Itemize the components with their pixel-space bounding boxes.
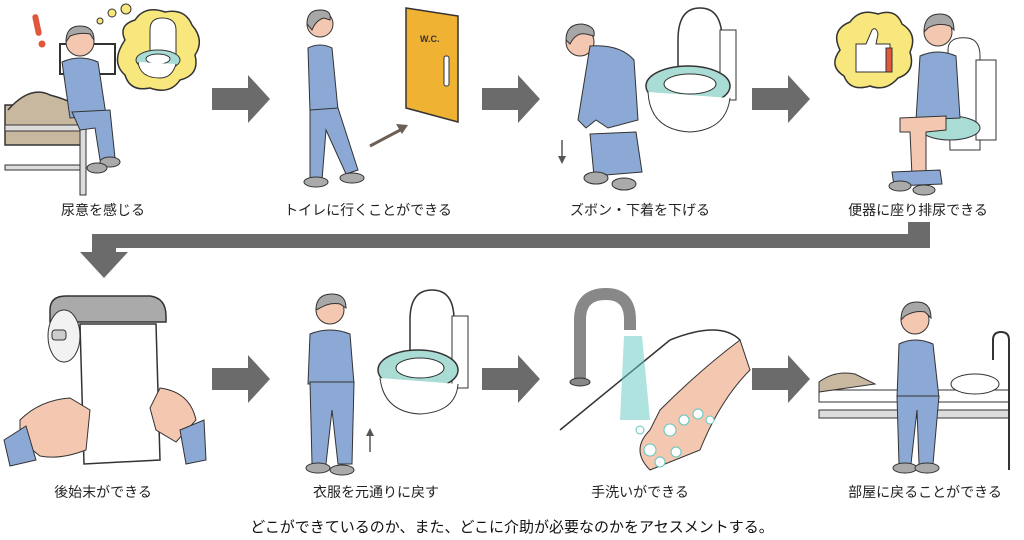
- step-label: 後始末ができる: [54, 485, 152, 501]
- step-label: 手洗いができる: [591, 485, 689, 501]
- step-4-sit-and-urinate: 便器に座り排尿できる: [820, 0, 1024, 219]
- step-7-wash-hands: 手洗いができる: [550, 280, 760, 501]
- person-sitting-on-bed-icon: [818, 301, 1010, 474]
- step-label: ズボン・下着を下げる: [570, 203, 710, 219]
- step-1-feel-urge: 尿意を感じる: [0, 0, 200, 219]
- person-on-bed-thinking-icon: [4, 3, 200, 196]
- arrow-connector-icon: [80, 222, 930, 278]
- arrow-right-icon: [482, 75, 540, 123]
- person-lowering-pants-icon: [558, 7, 737, 191]
- assessment-note: どこができているのか、また、どこに介助が必要なのかをアセスメントする。: [250, 518, 774, 536]
- step-label: 部屋に戻ることができる: [848, 485, 1002, 501]
- step-6-pull-up-clothes: 衣服を元通りに戻す: [280, 280, 490, 501]
- hands-washing-icon: [559, 287, 751, 471]
- person-walking-to-door-icon: W.C.: [303, 7, 459, 188]
- door-sign: W.C.: [420, 34, 440, 44]
- step-2-go-to-toilet: W.C. トイレに行くことができる: [280, 0, 480, 219]
- step-8-return-to-room: 部屋に戻ることができる: [815, 280, 1024, 501]
- step-label: トイレに行くことができる: [284, 203, 452, 219]
- step-label: 尿意を感じる: [61, 203, 145, 219]
- arrow-right-icon: [212, 355, 270, 403]
- arrow-right-icon: [482, 355, 540, 403]
- arrow-right-icon: [752, 355, 810, 403]
- person-pulling-up-pants-icon: [305, 289, 469, 476]
- arrow-right-icon: [752, 75, 810, 123]
- toilet-paper-hands-icon: [3, 295, 207, 467]
- step-label: 便器に座り排尿できる: [848, 203, 988, 219]
- step-3-lower-pants: ズボン・下着を下げる: [550, 0, 750, 219]
- step-label: 衣服を元通りに戻す: [313, 485, 439, 501]
- arrow-right-icon: [212, 75, 270, 123]
- step-5-wipe: 後始末ができる: [0, 280, 210, 501]
- person-on-toilet-thumbs-up-icon: [834, 11, 997, 196]
